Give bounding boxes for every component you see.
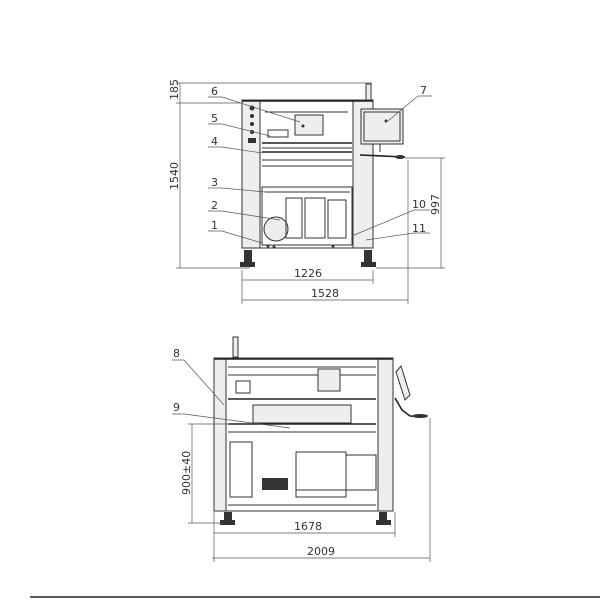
dim-900-40: 900±40: [180, 451, 193, 495]
callout-3: 3: [211, 176, 218, 189]
callout-4: 4: [211, 135, 218, 148]
callout-7: 7: [420, 84, 427, 97]
callout-5: 5: [211, 112, 218, 125]
front-view-machine: [240, 83, 406, 267]
callout-6: 6: [211, 85, 218, 98]
callout-2: 2: [211, 199, 218, 212]
dim-2009: 2009: [307, 545, 335, 558]
dim-185: 185: [168, 79, 181, 100]
side-callout-leaders: [172, 359, 291, 429]
dim-1528: 1528: [311, 287, 339, 300]
side-view-dimensions: [188, 418, 431, 562]
dim-1226: 1226: [294, 267, 322, 280]
dim-1540: 1540: [168, 162, 181, 190]
callout-8: 8: [173, 347, 180, 360]
callout-11: 11: [412, 222, 426, 235]
callout-1: 1: [211, 219, 218, 232]
dim-997: 997: [429, 194, 442, 215]
callout-9: 9: [173, 401, 180, 414]
front-view-dimensions: [176, 82, 445, 304]
callout-10: 10: [412, 198, 426, 211]
front-callout-leaders: [208, 95, 432, 244]
side-view-machine: [213, 336, 428, 525]
dim-1678: 1678: [294, 520, 322, 533]
